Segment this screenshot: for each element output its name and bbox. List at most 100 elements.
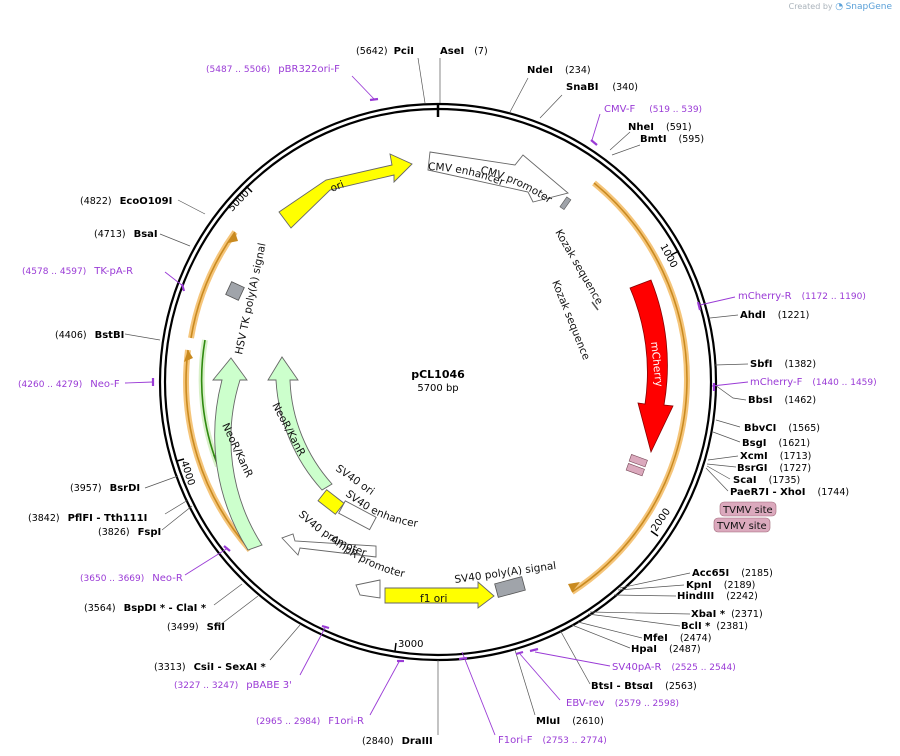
primer-f1ori-r: (2965 .. 2984)F1ori-R [256, 716, 364, 727]
enzyme-bbsi: BbsI(1462) [748, 395, 816, 406]
orf-green-line [200, 339, 219, 467]
enzyme-bcli: BclI *(2381) [681, 621, 748, 632]
feature-kozak-box-1[interactable] [559, 196, 572, 211]
feature-sv40-enhancer[interactable] [338, 500, 377, 531]
enzyme-xbai: XbaI *(2371) [691, 609, 763, 620]
enzyme-bsrdi: (3957)BsrDI [70, 483, 140, 494]
primer-pbr322ori-f: (5487 .. 5506)pBR322ori-F [206, 64, 340, 75]
enzyme-labels: (5642)PciI AseI(7) NdeI(234) SnaBI(340) … [28, 46, 849, 747]
feature-ori[interactable] [278, 153, 413, 229]
enzyme-paer7i-xhoi: PaeR7I - XhoI(1744) [730, 487, 849, 498]
label-tvmv-2: TVMV site [716, 521, 767, 532]
feature-neor-outer[interactable] [212, 357, 263, 551]
backbone-outer [158, 102, 718, 662]
feature-tvmv-site-2[interactable] [625, 463, 645, 477]
orf-hsv-highlight [188, 230, 238, 339]
enzyme-snabi: SnaBI(340) [566, 82, 638, 93]
plasmid-size: 5700 bp [417, 383, 458, 394]
feature-hsv-polya[interactable] [225, 281, 245, 301]
tick-mark-5000 [245, 185, 253, 193]
credit-brand: SnapGene [845, 2, 892, 12]
tick-mark-2000 [650, 530, 659, 537]
primer-sv40pa-r: SV40pA-R(2525 .. 2544) [612, 662, 736, 673]
credit-prefix: Created by [788, 2, 833, 11]
tick-mark-1000 [670, 250, 680, 256]
enzyme-leaders [124, 57, 749, 735]
enzyme-sfii: (3499)SfiI [167, 622, 225, 633]
feature-sv40-polya[interactable] [494, 576, 526, 598]
orf-mcherry-arrow-icon [568, 582, 580, 592]
feature-f1-ori[interactable] [384, 581, 495, 609]
feature-cmv-enhancer[interactable] [427, 151, 569, 203]
tick-mark-3000 [394, 642, 397, 652]
label-tvmv-1: TVMV site [722, 505, 773, 516]
enzyme-bbvci: BbvCI(1565) [744, 423, 820, 434]
plasmid-center: pCL1046 5700 bp [411, 368, 465, 394]
snapgene-credit: Created by ◔ SnapGene [789, 2, 892, 12]
enzyme-draiii: (2840)DraIII [362, 736, 433, 747]
primer-neo-f: (4260 .. 4279)Neo-F [18, 379, 120, 390]
primer-ebv-rev: EBV-rev(2579 .. 2598) [566, 698, 679, 709]
enzyme-asei: AseI(7) [440, 46, 488, 57]
label-f1-ori: f1 ori [420, 593, 447, 605]
feature-ampr-promoter[interactable] [355, 579, 381, 599]
orf-mcherry-line [571, 182, 688, 593]
enzyme-scai: ScaI(1735) [733, 475, 800, 486]
feature-sv40-promoter[interactable] [281, 533, 377, 558]
primer-labels: (5487 .. 5506)pBR322ori-F CMV-F(519 .. 5… [18, 64, 877, 746]
label-mcherry: mCherry [648, 341, 665, 387]
enzyme-bspdi-clai: (3564)BspDI * - ClaI * [84, 603, 207, 614]
enzyme-pcii: (5642)PciI [356, 46, 414, 57]
features [212, 151, 674, 609]
orf-neo-line [185, 349, 251, 551]
enzyme-mlui: MluI(2610) [536, 716, 604, 727]
enzyme-pflfi-tth111i: (3842)PflFI - Tth111I [28, 513, 147, 524]
primer-neo-r: (3650 .. 3669)Neo-R [80, 573, 183, 584]
enzyme-bmti: BmtI(595) [640, 134, 704, 145]
primer-leaders [124, 75, 749, 736]
backbone-inner [163, 107, 713, 657]
feature-tvmv-site-1[interactable] [628, 454, 648, 468]
primer-sites [151, 97, 716, 663]
enzyme-hpai: HpaI(2487) [631, 644, 701, 655]
enzyme-mfei: MfeI(2474) [643, 633, 711, 644]
enzyme-ndei: NdeI(234) [527, 65, 591, 76]
tvmv-badge-1 [719, 501, 777, 517]
primer-mcherry-f: mCherry-F(1440 .. 1459) [750, 377, 877, 388]
enzyme-bsrgi: BsrGI(1727) [737, 463, 811, 474]
tick-label-3000: 3000 [398, 639, 423, 650]
enzyme-sbfi: SbfI(1382) [750, 359, 816, 370]
primer-pbabe-3: (3227 .. 3247)pBABE 3' [174, 680, 292, 691]
feature-labels: CMV enhancer CMV promoter Kozak sequence… [219, 161, 777, 605]
orf-arcs [183, 180, 690, 595]
feature-kozak-box-2[interactable] [591, 301, 599, 311]
tick-label-5000: 5000 [226, 188, 252, 214]
enzyme-ahdi: AhdI(1221) [740, 310, 809, 321]
enzyme-acc65i: Acc65I(2185) [692, 568, 773, 579]
enzyme-btsi: BtsI - BtsαI(2563) [591, 681, 697, 692]
backbone [158, 102, 718, 662]
enzyme-bstbi: (4406)BstBI [55, 330, 124, 341]
enzyme-nhei: NheI(591) [628, 122, 692, 133]
enzyme-bsai: (4713)BsaI [94, 229, 158, 240]
feature-mcherry[interactable] [629, 279, 674, 454]
orf-mcherry-highlight [570, 180, 690, 595]
snapgene-logo-icon: ◔ [835, 2, 844, 12]
orf-hsv-line [190, 231, 236, 339]
tick-mark-4000 [176, 458, 185, 462]
enzyme-hindiii: HindIII(2242) [677, 591, 758, 602]
feature-sv40-ori[interactable] [317, 489, 345, 515]
primer-tk-pa-r: (4578 .. 4597)TK-pA-R [22, 266, 133, 277]
plasmid-name: pCL1046 [411, 368, 465, 381]
primer-cmv-f: CMV-F(519 .. 539) [604, 104, 702, 115]
enzyme-ecoo109i: (4822)EcoO109I [80, 196, 172, 207]
enzyme-xcmi: XcmI(1713) [740, 451, 811, 462]
orf-hsv-arrow-icon [228, 232, 238, 243]
primer-mcherry-r: mCherry-R(1172 .. 1190) [738, 291, 866, 302]
feature-neor-inner[interactable] [267, 356, 333, 491]
primer-f1ori-f: F1ori-F(2753 .. 2774) [498, 735, 607, 746]
label-ori: ori [329, 179, 346, 195]
enzyme-csii-sexai: (3313)CsiI - SexAI * [154, 662, 267, 673]
tvmv-badge-2 [713, 517, 771, 533]
